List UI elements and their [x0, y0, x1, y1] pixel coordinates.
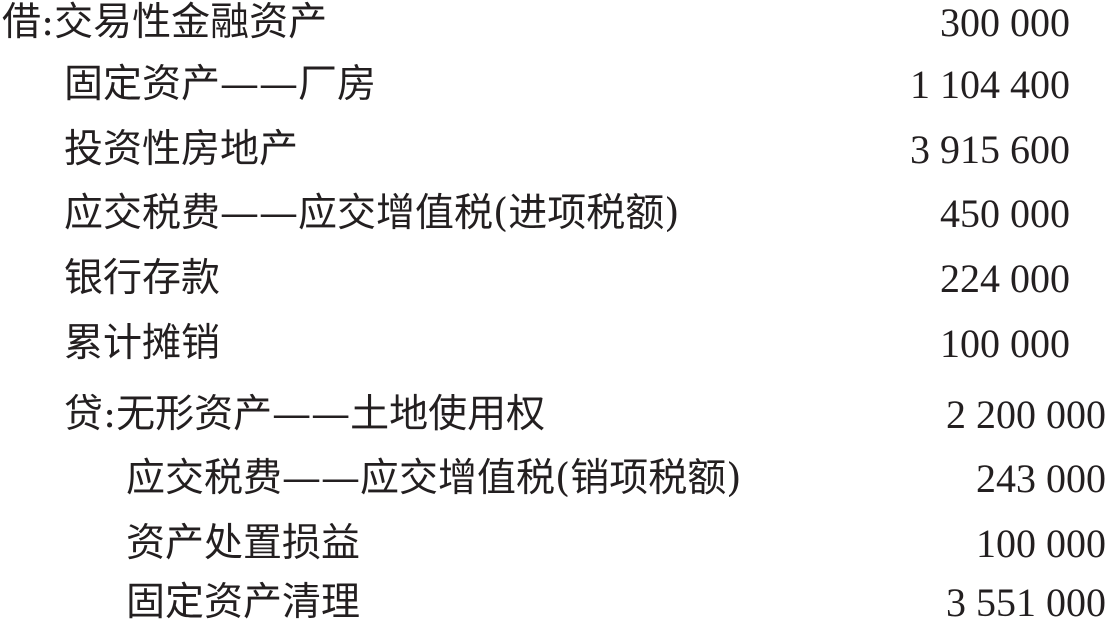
account-label: 借:交易性金融资产: [2, 0, 328, 45]
account-label: 应交税费——应交增值税(销项税额): [126, 456, 742, 501]
credit-amount: 243 000: [976, 456, 1106, 501]
account-label: 固定资产——厂房: [64, 62, 377, 107]
account-label: 固定资产清理: [126, 580, 361, 625]
debit-amount: 300 000: [940, 0, 1070, 45]
credit-amount: 2 200 000: [946, 392, 1106, 437]
account-label: 投资性房地产: [64, 127, 299, 172]
debit-amount: 100 000: [940, 321, 1070, 366]
account-label: 资产处置损益: [126, 521, 361, 566]
account-label: 贷:无形资产——土地使用权: [64, 392, 546, 437]
credit-amount: 100 000: [976, 521, 1106, 566]
account-label: 银行存款: [64, 256, 221, 301]
debit-amount: 1 104 400: [910, 62, 1070, 107]
debit-amount: 224 000: [940, 256, 1070, 301]
account-label: 应交税费——应交增值税(进项税额): [64, 191, 680, 236]
credit-amount: 3 551 000: [946, 580, 1106, 625]
debit-amount: 3 915 600: [910, 127, 1070, 172]
debit-amount: 450 000: [940, 191, 1070, 236]
account-label: 累计摊销: [64, 321, 221, 366]
